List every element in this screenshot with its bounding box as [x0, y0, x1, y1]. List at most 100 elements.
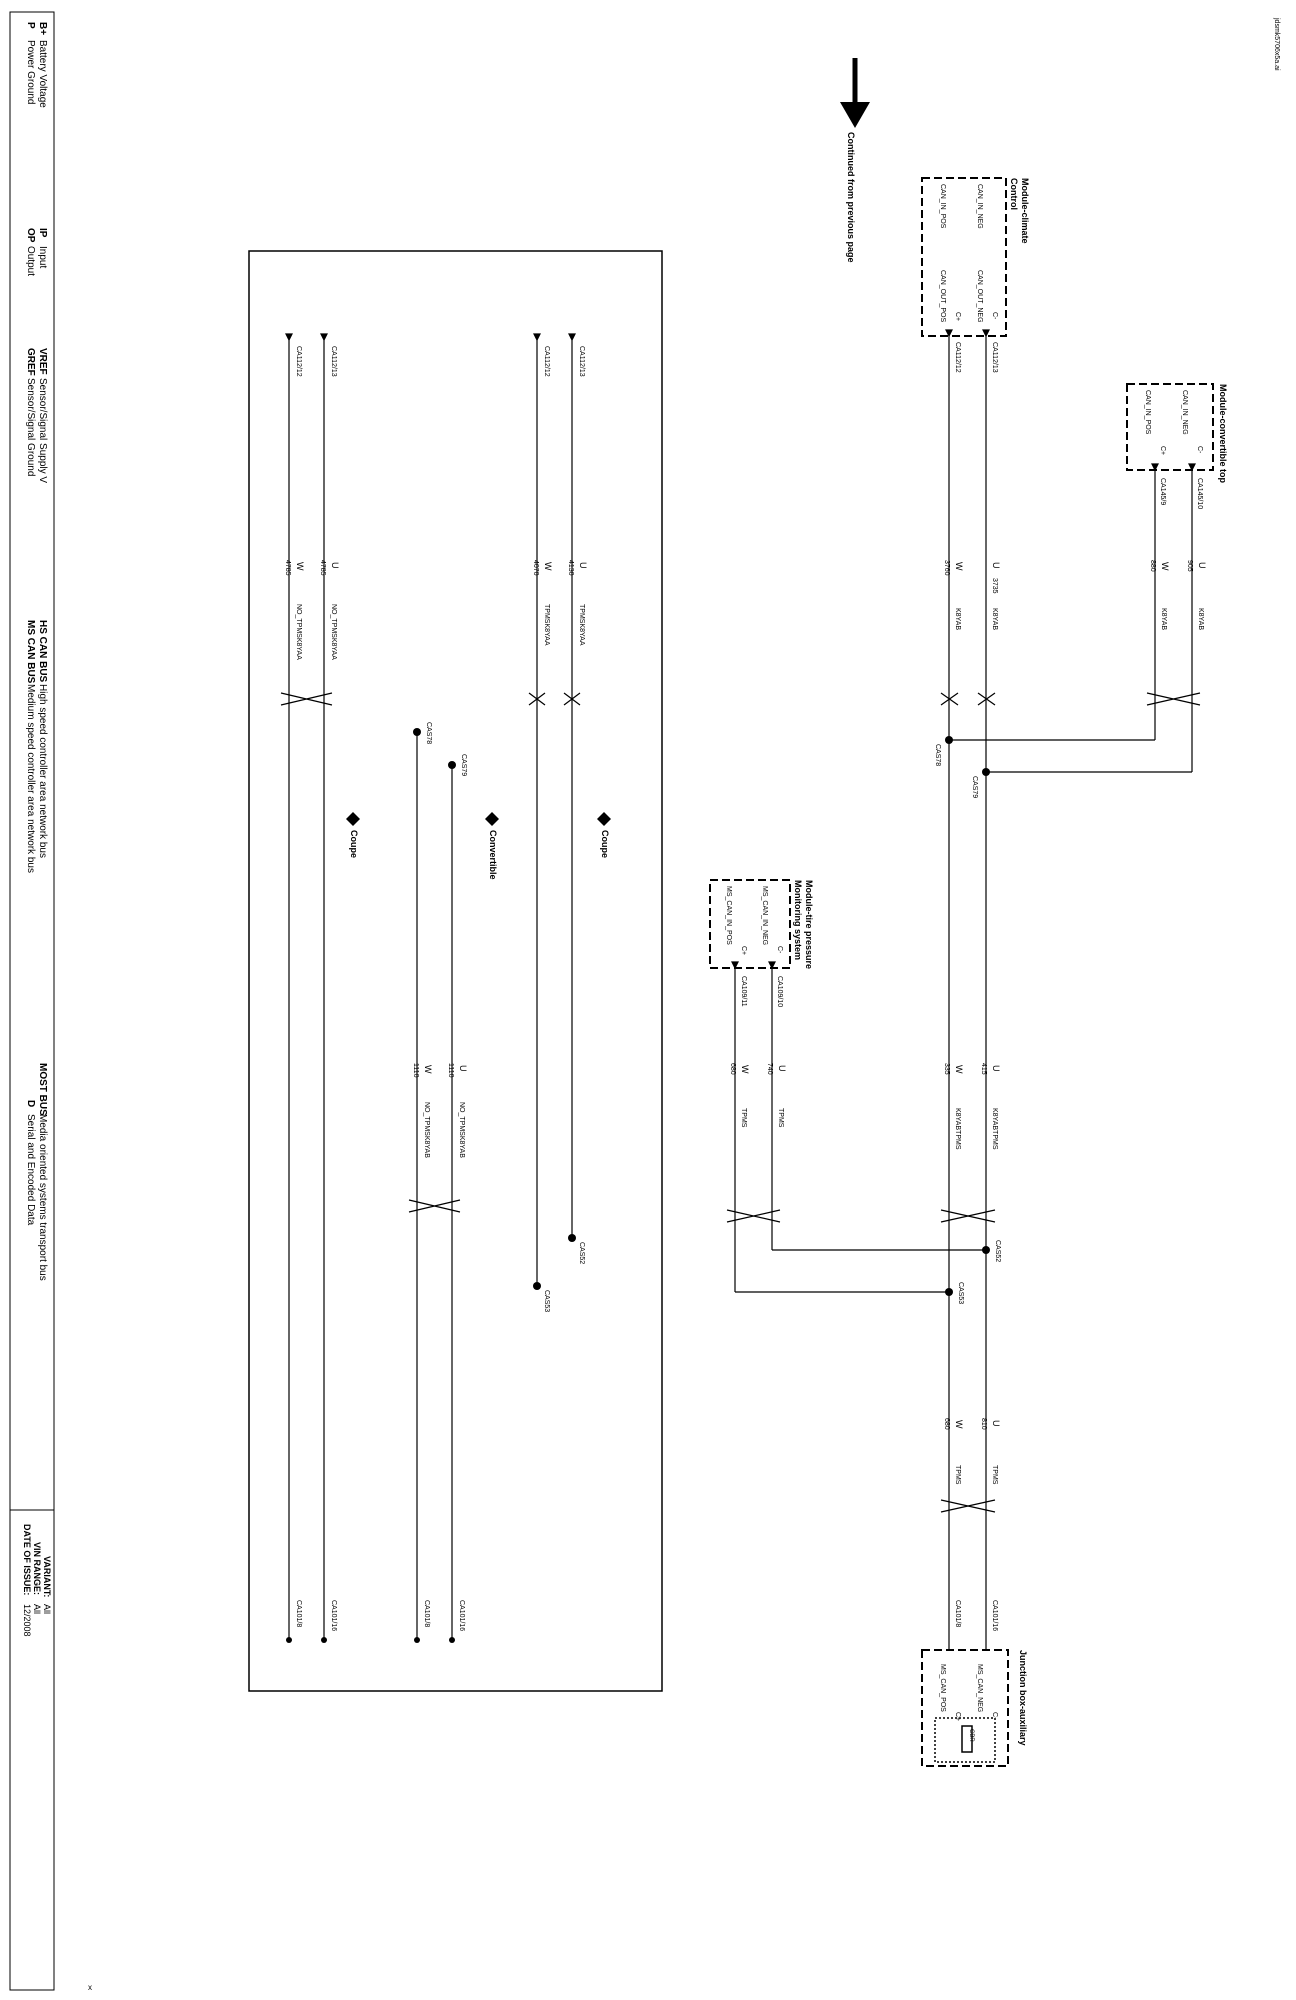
svg-text:D: D [25, 1100, 36, 1107]
main-wiring [726, 329, 1201, 1650]
svg-text:Power Ground: Power Ground [25, 40, 36, 104]
svg-text:4785: 4785 [284, 560, 291, 576]
module-tire-pressure: Module-tire pressure Monitoring system M… [709, 879, 814, 1007]
svg-text:CA109/11: CA109/11 [740, 976, 747, 1007]
svg-text:NO_TPMSK8YAA: NO_TPMSK8YAA [295, 604, 302, 660]
svg-text:680: 680 [729, 1063, 736, 1075]
svg-text:TPMSK8YAA: TPMSK8YAA [578, 604, 585, 646]
svg-text:NO_TPMSK8YAA: NO_TPMSK8YAA [330, 604, 337, 660]
continued-label: Continued from previous page [846, 132, 856, 263]
svg-text:CA101/8: CA101/8 [954, 1600, 961, 1627]
svg-text:CAN_IN_NEG: CAN_IN_NEG [976, 184, 983, 229]
svg-text:3760: 3760 [943, 560, 950, 576]
svg-text:U: U [991, 562, 1001, 569]
svg-text:Input: Input [37, 246, 48, 268]
svg-text:C+: C+ [954, 312, 961, 321]
svg-text:C+: C+ [954, 1712, 961, 1721]
svg-text:CAN_OUT_POS: CAN_OUT_POS [939, 270, 946, 322]
svg-text:U: U [1197, 562, 1207, 569]
svg-text:C-: C- [776, 946, 783, 954]
splices: CAS79 CAS78 CAS52 CAS53 [934, 736, 1001, 1304]
svg-text:C-: C- [1196, 446, 1203, 454]
legend-frame: B+ Battery Voltage P Power Ground IP Inp… [9, 11, 55, 1991]
svg-text:U: U [458, 1065, 468, 1072]
svg-text:TPMS: TPMS [740, 1108, 747, 1128]
svg-text:K8YAB: K8YAB [954, 608, 961, 630]
svg-text:MS_CAN_IN_NEG: MS_CAN_IN_NEG [761, 886, 768, 945]
svg-text:DATE OF ISSUE:: DATE OF ISSUE: [22, 1524, 32, 1595]
svg-text:4785: 4785 [319, 560, 326, 576]
svg-text:4130: 4130 [567, 560, 574, 576]
convertible-title: Module-convertible top [1218, 384, 1228, 484]
svg-text:W: W [954, 562, 964, 571]
svg-text:U: U [330, 562, 340, 569]
svg-text:K8YAB: K8YAB [1197, 608, 1204, 630]
svg-text:CA109/10: CA109/10 [776, 976, 783, 1007]
climate-title-2: Control [1009, 178, 1019, 210]
svg-text:335: 335 [943, 1063, 950, 1075]
variant-coupe-1: Coupe [600, 830, 610, 858]
svg-text:W: W [954, 1420, 964, 1429]
svg-text:CA112/12: CA112/12 [295, 346, 302, 377]
svg-text:CA112/12: CA112/12 [543, 346, 550, 377]
svg-text:CAN_IN_POS: CAN_IN_POS [1144, 390, 1151, 435]
svg-text:810: 810 [980, 1418, 987, 1430]
svg-text:CA101/16: CA101/16 [330, 1600, 337, 1631]
svg-text:TPMS: TPMS [954, 1465, 961, 1485]
junction-title: Junction box-auxiliary [1018, 1650, 1028, 1746]
svg-text:CA112/12: CA112/12 [954, 342, 961, 373]
svg-text:C-: C- [991, 1712, 998, 1720]
svg-text:CAS79: CAS79 [460, 754, 467, 776]
svg-text:W: W [954, 1065, 964, 1074]
svg-text:C+: C+ [1159, 446, 1166, 455]
svg-text:Medium speed controller area n: Medium speed controller area network bus [25, 684, 36, 873]
svg-text:Serial and Encoded Data: Serial and Encoded Data [25, 1114, 36, 1226]
svg-text:MS_CAN_IN_POS: MS_CAN_IN_POS [725, 886, 732, 945]
svg-text:CAS78: CAS78 [425, 722, 432, 744]
svg-text:VARIANT:: VARIANT: [42, 1556, 52, 1597]
svg-text:TPMS: TPMS [991, 1465, 998, 1485]
svg-text:CA112/13: CA112/13 [330, 346, 337, 377]
svg-text:CAS53: CAS53 [957, 1282, 964, 1304]
svg-text:IP: IP [37, 228, 48, 238]
svg-text:VIN RANGE:: VIN RANGE: [32, 1542, 42, 1595]
page-ref-text: jdsmk5706x5a.ai [1273, 17, 1280, 71]
climate-title: Module-climate [1020, 178, 1030, 244]
svg-text:Sensor/Signal Ground: Sensor/Signal Ground [25, 378, 36, 476]
svg-text:MS CAN BUS: MS CAN BUS [25, 620, 36, 684]
svg-text:All: All [32, 1604, 42, 1614]
svg-text:K8YAB: K8YAB [991, 608, 998, 630]
svg-text:CA112/13: CA112/13 [578, 346, 585, 377]
svg-text:NO_TPMSK8YAB: NO_TPMSK8YAB [423, 1102, 430, 1158]
svg-text:NO_TPMSK8YAB: NO_TPMSK8YAB [458, 1102, 465, 1158]
svg-text:MS_CAN_POS: MS_CAN_POS [939, 1664, 946, 1712]
svg-text:880: 880 [1149, 560, 1156, 572]
svg-text:CA101/8: CA101/8 [295, 1600, 302, 1627]
svg-text:W: W [740, 1065, 750, 1074]
svg-text:415: 415 [980, 1063, 987, 1075]
module-climate-control: Module-climate Control CAN_IN_NEG CAN_IN… [921, 177, 1030, 373]
variant-coupe-2: Coupe [349, 830, 359, 858]
svg-text:905: 905 [1186, 560, 1193, 572]
svg-text:Sensor/Signal Supply V: Sensor/Signal Supply V [37, 378, 48, 483]
svg-text:TPMSK8YAA: TPMSK8YAA [543, 604, 550, 646]
svg-text:CA101/16: CA101/16 [458, 1600, 465, 1631]
svg-text:CA112/13: CA112/13 [991, 342, 998, 373]
svg-text:K8YAB: K8YAB [1160, 608, 1167, 630]
svg-text:CBR: CBR [968, 1729, 974, 1742]
svg-text:OP: OP [25, 228, 36, 243]
svg-text:P: P [25, 22, 36, 29]
svg-text:U: U [991, 1420, 1001, 1427]
svg-text:CA145/9: CA145/9 [1159, 478, 1166, 505]
svg-text:Media oriented systems transpo: Media oriented systems transport bus [37, 1114, 48, 1281]
svg-text:Battery Voltage: Battery Voltage [37, 40, 48, 108]
svg-text:HS CAN BUS: HS CAN BUS [37, 620, 48, 683]
svg-text:U: U [777, 1065, 787, 1072]
svg-text:TPMS: TPMS [777, 1108, 784, 1128]
svg-text:12/2008: 12/2008 [22, 1604, 32, 1637]
module-convertible-top: Module-convertible top CAN_IN_NEG CAN_IN… [1126, 383, 1228, 509]
svg-text:CAS78: CAS78 [934, 744, 941, 766]
svg-text:CA145/10: CA145/10 [1196, 478, 1203, 509]
svg-text:4070: 4070 [532, 560, 539, 576]
continued-arrow: Continued from previous page [840, 58, 870, 263]
